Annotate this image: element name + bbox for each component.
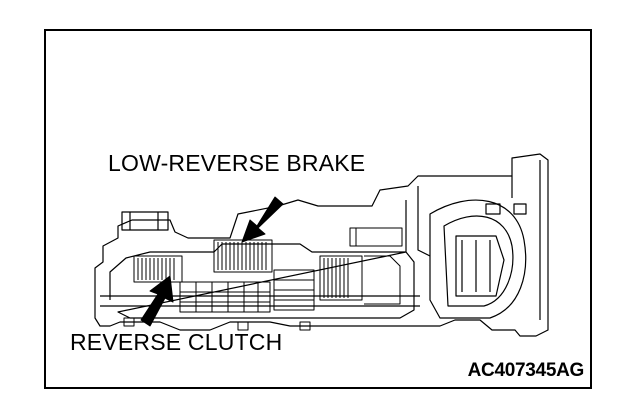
middle-clutch-pack — [319, 227, 403, 305]
torque-converter — [429, 199, 527, 319]
left-boss — [121, 211, 169, 231]
figure-frame — [44, 29, 592, 389]
right-housing — [417, 160, 541, 320]
low-reverse-brake-label: LOW-REVERSE BRAKE — [108, 150, 366, 176]
planetary-gear-set — [179, 269, 315, 313]
transmission-case-outline — [94, 153, 549, 337]
figure-id: AC407345AG — [467, 360, 585, 381]
bottom-bolts — [123, 317, 311, 331]
reverse-clutch-label: REVERSE CLUTCH — [70, 329, 283, 355]
arrow-low-reverse-brake — [241, 196, 284, 243]
arrow-reverse-clutch — [140, 275, 174, 327]
low-reverse-brake-pack — [213, 239, 273, 273]
reverse-clutch-pack — [133, 255, 183, 283]
